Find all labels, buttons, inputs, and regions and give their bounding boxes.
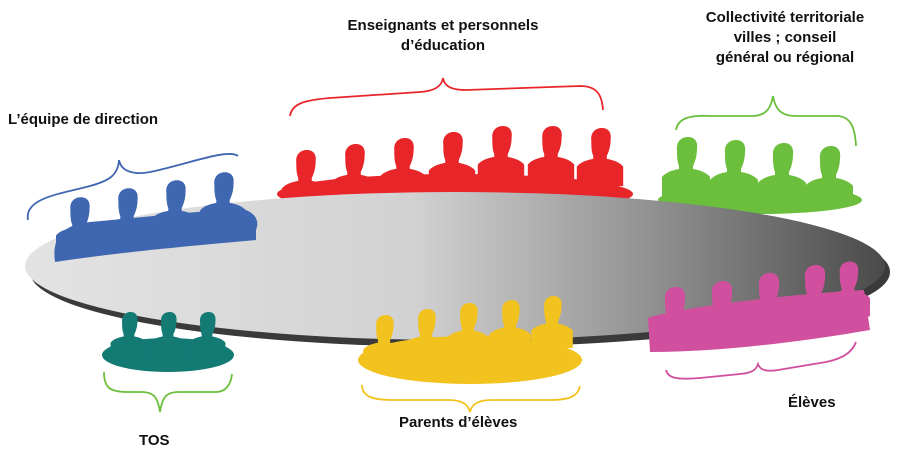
person-icon: [710, 140, 758, 200]
collectivite-label: Collectivité territoriale villes ; conse…: [685, 8, 885, 68]
eleves-label: Élèves: [788, 394, 836, 411]
group-collectivite: [658, 137, 862, 214]
collectivite-label-line: général ou régional: [715, 49, 855, 66]
collectivite-label-line: Collectivité territoriale: [705, 9, 865, 26]
person-icon: [200, 172, 246, 230]
parents-label: Parents d’élèves: [399, 414, 518, 431]
eleves-brace: [665, 341, 857, 380]
direction-label: L’équipe de direction: [8, 111, 159, 128]
person-icon: [379, 138, 427, 196]
group-parents: [358, 296, 582, 384]
enseignants-label: Enseignants et personnels d’éducation: [318, 16, 568, 56]
person-icon: [330, 144, 378, 202]
enseignants-label-line: d’éducation: [400, 37, 486, 54]
direction-brace: [27, 153, 239, 221]
enseignants-brace: [289, 77, 604, 117]
person-icon: [758, 143, 806, 203]
person-icon: [527, 126, 575, 184]
tos-label: TOS: [139, 432, 170, 449]
person-icon: [428, 132, 476, 190]
person-icon: [805, 146, 853, 206]
group-tos: [102, 312, 234, 372]
parents-brace: [361, 384, 581, 413]
collectivite-label-line: villes ; conseil: [733, 29, 837, 46]
tos-brace: [103, 371, 233, 413]
group-eleves: [648, 261, 870, 352]
enseignants-label-line: Enseignants et personnels: [347, 17, 539, 34]
collectivite-brace: [675, 95, 857, 147]
person-icon: [477, 126, 525, 184]
person-icon: [576, 128, 624, 186]
person-icon: [662, 137, 710, 197]
group-direction: [54, 172, 258, 262]
